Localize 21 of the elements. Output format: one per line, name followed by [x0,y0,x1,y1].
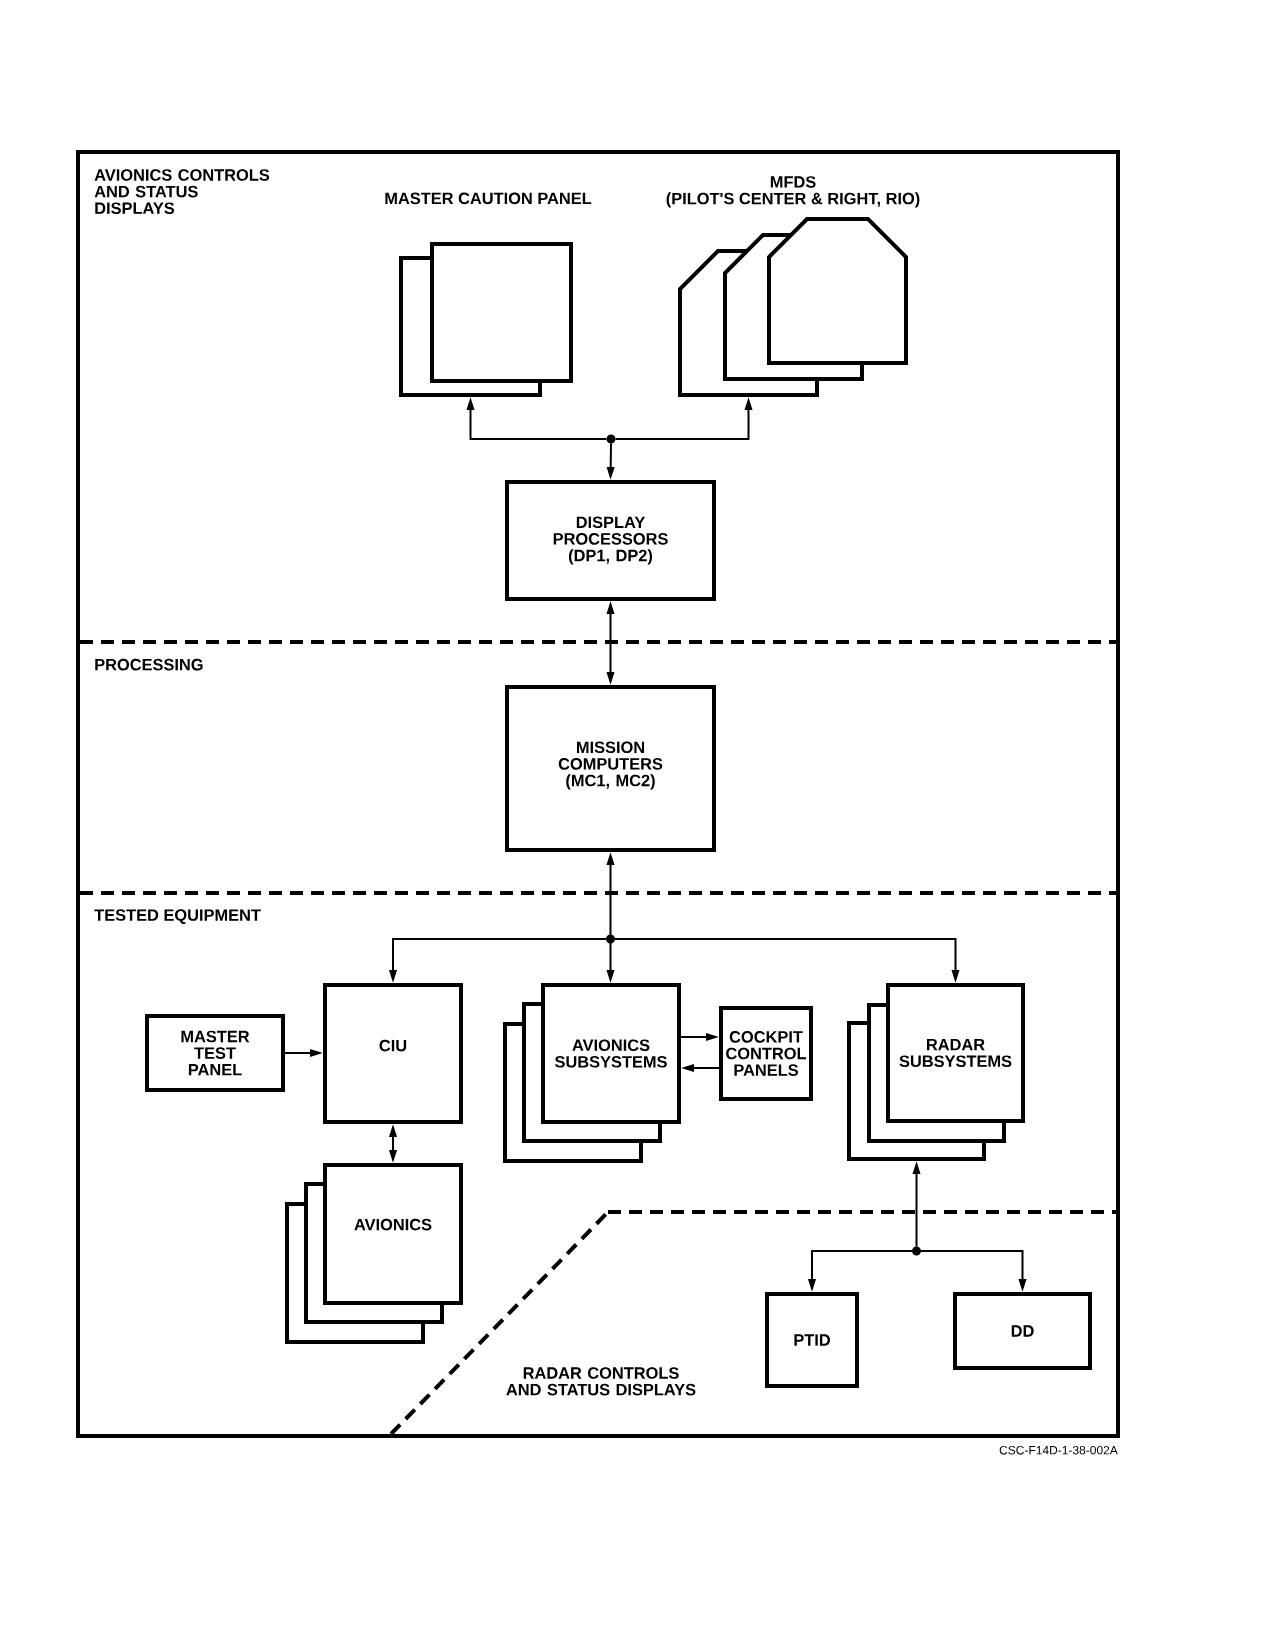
block-box: MASTER TEST PANEL [145,1014,285,1092]
block-heading: (PILOT'S CENTER & RIGHT, RIO) [666,192,920,208]
section-label: TESTED EQUIPMENT [94,909,261,924]
stacked-box: AVIONICS [285,1163,463,1344]
block-heading: MASTER CAUTION PANEL [385,192,592,205]
junction-dot [912,1246,921,1256]
block-box: DISPLAY PROCESSORS (DP1, DP2) [505,480,716,601]
block-heading: MFDS [770,176,816,188]
section-label: RADAR CONTROLS AND STATUS DISPLAYS [506,1367,696,1396]
section-label: AVIONICS CONTROLS AND STATUS DISPLAYS [94,169,270,214]
block-box: CIU [323,983,463,1124]
section-label: PROCESSING [95,658,203,671]
stacked-box: AVIONICS SUBSYSTEMS [503,983,681,1163]
block-box: PTID [765,1292,859,1388]
stacked-box: RADAR SUBSYSTEMS [847,983,1025,1161]
junction-dot [606,934,615,944]
block-box: MISSION COMPUTERS (MC1, MC2) [505,685,716,852]
figure-number: CSC-F14D-1-38-002A [999,1445,1118,1455]
block-box: DD [953,1292,1092,1370]
block-box: COCKPIT CONTROL PANELS [719,1006,813,1101]
junction-dot [606,434,616,444]
